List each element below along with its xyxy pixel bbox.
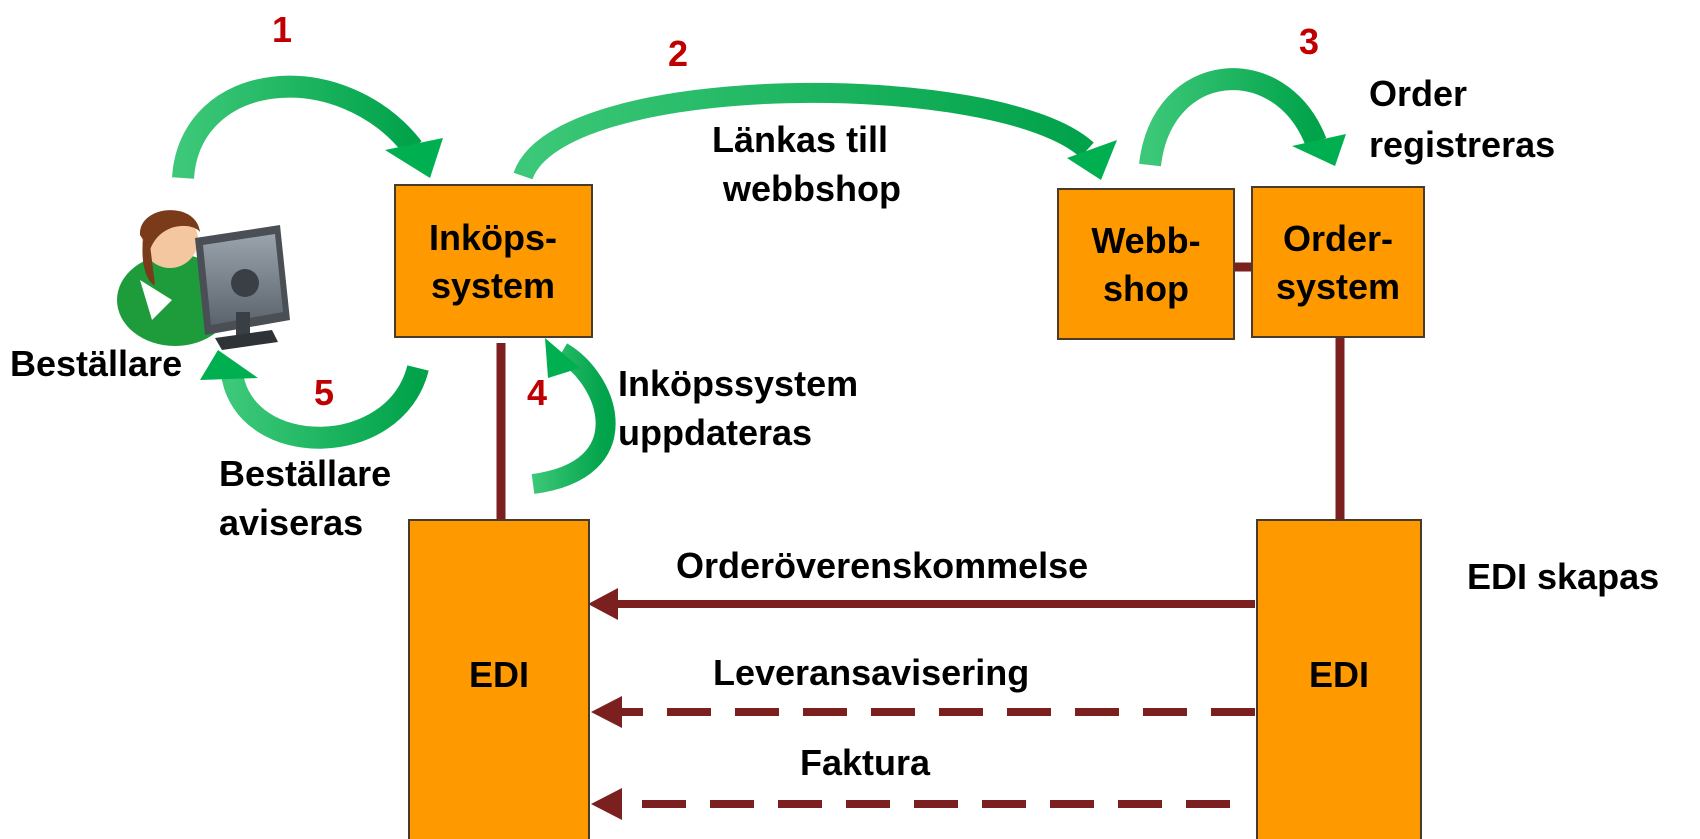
step-1-number: 1 [272, 9, 292, 50]
flow-arrow-3 [1139, 68, 1346, 167]
step-5-number: 5 [314, 372, 334, 413]
step-4-text-1: Inköpssystem [618, 363, 858, 404]
step-3-text-1: Order [1369, 73, 1467, 114]
webbshop-box: Webb- shop [1057, 188, 1235, 340]
connector-lines [496, 262, 1345, 520]
step-2-number: 2 [668, 33, 688, 74]
flow-arrow-2 [513, 82, 1117, 181]
step-2-text-1: Länkas till [712, 119, 888, 160]
user-at-computer-icon [117, 210, 290, 350]
edi-left-label: EDI [469, 654, 529, 695]
step-3-text-2: registreras [1369, 124, 1555, 165]
faktura-arrow-head [591, 788, 622, 820]
bestallare-label: Beställare [10, 343, 182, 384]
ordersystem-label-2: system [1276, 266, 1400, 307]
edi-right-box: EDI [1256, 519, 1422, 839]
step-5-text-2: aviseras [219, 502, 363, 543]
message-faktura: Faktura [800, 742, 931, 783]
message-leveransavisering: Leveransavisering [713, 652, 1029, 693]
message-orderoverenskommelse: Orderöverenskommelse [676, 545, 1088, 586]
step-2-text-2: webbshop [722, 168, 901, 209]
orderoverenskommelse-arrow-head [588, 588, 618, 620]
leveransavisering-arrow-head [591, 696, 622, 728]
edi-right-label: EDI [1309, 654, 1369, 695]
ordersystem-box: Order- system [1251, 186, 1425, 338]
edi-message-arrows [588, 588, 1255, 820]
edi-skapas-note: EDI skapas [1467, 556, 1659, 597]
step-4-text-2: uppdateras [618, 412, 812, 453]
flow-arrow-4 [531, 338, 616, 494]
step-5-text-1: Beställare [219, 453, 391, 494]
inkopssystem-box: Inköps- system [394, 184, 593, 338]
webbshop-label-1: Webb- [1091, 220, 1200, 261]
step-4-number: 4 [527, 372, 547, 413]
inkopssystem-label-1: Inköps- [429, 217, 557, 258]
step-3-number: 3 [1299, 21, 1319, 62]
edi-left-box: EDI [408, 519, 590, 839]
ordersystem-label-1: Order- [1283, 218, 1393, 259]
webbshop-label-2: shop [1103, 268, 1189, 309]
inkopssystem-label-2: system [431, 265, 555, 306]
flow-arrow-1 [172, 75, 443, 180]
flow-arrow-5 [200, 350, 429, 449]
